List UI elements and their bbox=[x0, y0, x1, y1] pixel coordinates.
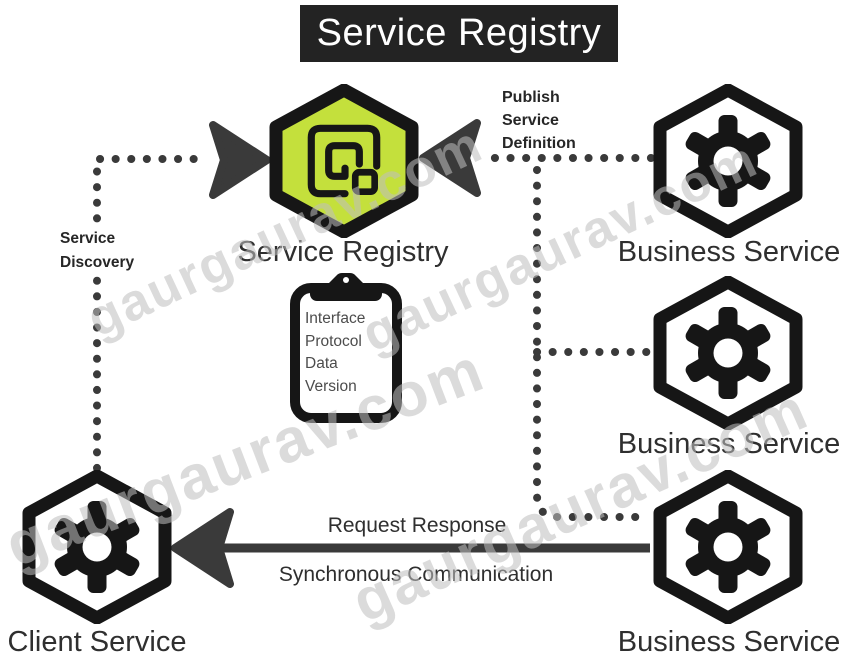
service-discovery-arrowhead bbox=[209, 121, 271, 199]
hexagon bbox=[653, 275, 803, 431]
service-registry-label: Service Registry bbox=[237, 236, 449, 268]
client-service-node bbox=[21, 469, 173, 625]
publish-arrowhead bbox=[419, 119, 481, 197]
clipboard-icon: Interface Protocol Data Version bbox=[288, 272, 404, 424]
clipboard-text: Interface Protocol Data Version bbox=[305, 308, 365, 398]
synchronous-communication-label: Synchronous Communication bbox=[278, 563, 554, 586]
business-service-mid-node bbox=[652, 275, 804, 431]
service-registry-node bbox=[268, 83, 420, 239]
registry-icon bbox=[307, 124, 381, 198]
diagram-title: Service Registry bbox=[300, 5, 618, 62]
gear-icon bbox=[685, 307, 771, 399]
business-service-top-node bbox=[652, 83, 804, 239]
business-service-bottom-node bbox=[652, 469, 804, 625]
gear-icon bbox=[685, 501, 771, 593]
hexagon bbox=[269, 83, 419, 239]
discovery-label-line: Service bbox=[60, 230, 116, 247]
hexagon bbox=[653, 83, 803, 239]
request-response-arrowhead bbox=[171, 508, 234, 588]
clipboard-line: Protocol bbox=[305, 332, 362, 350]
clipboard-line: Interface bbox=[305, 310, 366, 327]
service-discovery-dotted-line bbox=[93, 155, 211, 472]
business-service-bottom-label: Business Service bbox=[617, 626, 841, 658]
clipboard-shape bbox=[290, 273, 402, 423]
publish-label-line: Service bbox=[502, 112, 559, 129]
service-discovery-label: Service Discovery bbox=[58, 226, 137, 276]
hexagon bbox=[22, 469, 172, 625]
clipboard-line: Version bbox=[305, 377, 357, 395]
publish-service-definition-label: Publish Service Definition bbox=[502, 86, 576, 155]
business-service-mid-label: Business Service bbox=[617, 428, 841, 460]
business-service-top-label: Business Service bbox=[617, 236, 841, 268]
hexagon bbox=[653, 469, 803, 625]
gear-icon bbox=[685, 115, 771, 207]
request-response-label: Request Response bbox=[327, 514, 507, 537]
client-service-label: Client Service bbox=[7, 626, 187, 658]
publish-trunk-dotted-line bbox=[533, 166, 654, 521]
publish-label-line: Publish bbox=[502, 89, 560, 106]
hexagon-shape bbox=[269, 83, 419, 239]
discovery-label-line: Discovery bbox=[60, 254, 135, 271]
publish-label-line: Definition bbox=[502, 135, 576, 152]
diagram-title-text: Service Registry bbox=[316, 12, 602, 54]
clipboard-line: Data bbox=[305, 355, 338, 372]
gear-icon bbox=[54, 501, 140, 593]
